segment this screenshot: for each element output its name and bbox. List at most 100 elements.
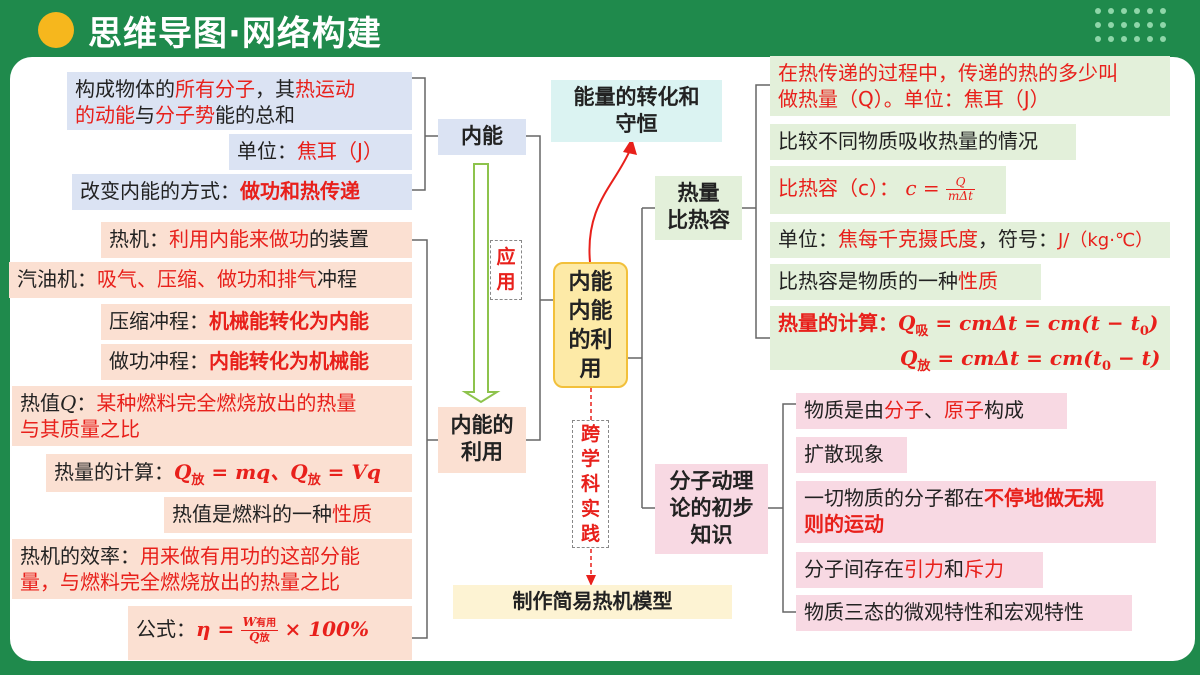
specific-heat-property: 比热容是物质的一种性质 bbox=[770, 264, 1041, 300]
label-char: 践 bbox=[580, 523, 600, 545]
text: 热值是燃料的一种 bbox=[172, 502, 332, 526]
text: 一切物质的分子都在 bbox=[804, 486, 984, 510]
text: 吸气、压缩、做功和排气 bbox=[97, 267, 317, 291]
text: = Vq bbox=[320, 460, 381, 484]
three-states-item: 物质三态的微观特性和宏观特性 bbox=[796, 595, 1132, 631]
text: 的装置 bbox=[309, 227, 369, 251]
text: 0 bbox=[1101, 359, 1111, 374]
text: 比热容（c）： bbox=[778, 176, 899, 200]
text: 比热容是物质的一种 bbox=[778, 269, 958, 293]
molecular-theory-node: 分子动理 论的初步 知识 bbox=[655, 464, 768, 554]
heat-definition: 在热传递的过程中，传递的热的多少叫 做热量（Q）。单位：焦耳（J） bbox=[770, 56, 1170, 116]
dot bbox=[1147, 22, 1153, 28]
text: W bbox=[242, 615, 257, 629]
text: 原子 bbox=[944, 398, 984, 422]
node-line: 能量的转化和 bbox=[573, 85, 700, 109]
heat-value-item: 热值Q：某种燃料完全燃烧放出的热量 与其质量之比 bbox=[12, 386, 412, 446]
text: 引力 bbox=[904, 557, 944, 581]
text: 能的总和 bbox=[215, 103, 295, 127]
internal-energy-definition: 构成物体的所有分子，其热运动 的动能与分子势能的总和 bbox=[67, 72, 412, 130]
random-motion-item: 一切物质的分子都在不停地做无规 则的运动 bbox=[796, 481, 1156, 543]
node-line: 守恒 bbox=[615, 112, 658, 136]
dot bbox=[1108, 36, 1114, 42]
text: 热机的效率： bbox=[20, 544, 140, 568]
center-line: 内能 bbox=[568, 299, 613, 324]
energy-conservation-node: 能量的转化和 守恒 bbox=[551, 80, 722, 142]
text: 某种燃料完全燃烧放出的热量 bbox=[96, 391, 357, 415]
text: 放 bbox=[191, 473, 205, 488]
text: 做热量（Q）。单位：焦耳（J） bbox=[778, 87, 1050, 111]
dot bbox=[1121, 36, 1127, 42]
center-line: 的利 bbox=[568, 328, 613, 353]
dot bbox=[1147, 36, 1153, 42]
text: 则的运动 bbox=[804, 512, 884, 536]
text: Q bbox=[174, 460, 192, 484]
compression-stroke-item: 压缩冲程：机械能转化为内能 bbox=[101, 304, 412, 340]
text: 分子 bbox=[884, 398, 924, 422]
dot bbox=[1160, 36, 1166, 42]
text: 有用 bbox=[256, 618, 277, 629]
text: 放 bbox=[259, 633, 270, 644]
node-line: 热量 bbox=[677, 181, 720, 205]
text: 分子势 bbox=[155, 103, 215, 127]
text: 物质三态的微观特性和宏观特性 bbox=[804, 600, 1084, 624]
dot bbox=[1147, 8, 1153, 14]
text: 单位： bbox=[237, 139, 297, 163]
text: η = bbox=[196, 617, 235, 641]
node-label: 内能 bbox=[461, 124, 503, 148]
molecule-composition-item: 物质是由分子、原子构成 bbox=[796, 393, 1067, 429]
text: 比较不同物质吸收热量的情况 bbox=[778, 129, 1038, 153]
text: 做功冲程： bbox=[109, 349, 209, 373]
dot bbox=[1134, 8, 1140, 14]
text: 热机： bbox=[109, 227, 169, 251]
node-line: 分子动理 bbox=[669, 469, 754, 493]
text: × 100% bbox=[284, 617, 369, 641]
text: 的动能 bbox=[75, 103, 135, 127]
text: = cmΔt = cm(t bbox=[930, 346, 1102, 370]
gasoline-engine-item: 汽油机：吸气、压缩、做功和排气冲程 bbox=[9, 262, 412, 298]
dot bbox=[1121, 8, 1127, 14]
text: 热量的计算： bbox=[54, 460, 174, 484]
specific-heat-unit: 单位：焦每千克摄氏度，符号：J/（kg·℃） bbox=[770, 222, 1170, 258]
text: 与 bbox=[135, 103, 155, 127]
center-node: 内能 内能 的利 用 bbox=[553, 262, 628, 388]
text: 压缩冲程： bbox=[109, 309, 209, 333]
text: ： bbox=[76, 391, 97, 415]
molecular-force-item: 分子间存在引力和斥力 bbox=[796, 552, 1043, 588]
page-title: 思维导图·网络构建 bbox=[88, 14, 382, 54]
text: − t) bbox=[1111, 346, 1161, 370]
text: Q bbox=[946, 176, 975, 190]
text: 与其质量之比 bbox=[20, 417, 140, 441]
text: 构成 bbox=[984, 398, 1024, 422]
label-char: 学 bbox=[580, 448, 600, 470]
text: ，符号： bbox=[978, 227, 1058, 251]
center-line: 内能 bbox=[568, 270, 613, 295]
compare-heat-item: 比较不同物质吸收热量的情况 bbox=[770, 124, 1076, 160]
internal-energy-node: 内能 bbox=[438, 119, 526, 155]
text: c = bbox=[905, 176, 940, 200]
text: 性质 bbox=[958, 269, 998, 293]
text: 量，与燃料完全燃烧放出的热量之比 bbox=[20, 570, 340, 594]
text: 热值 bbox=[20, 391, 60, 415]
text: 不停地做无规 bbox=[984, 486, 1104, 510]
power-stroke-item: 做功冲程：内能转化为机械能 bbox=[101, 344, 412, 380]
text: 机械能转化为内能 bbox=[209, 309, 369, 333]
dot bbox=[1134, 36, 1140, 42]
text: 扩散现象 bbox=[804, 442, 884, 466]
interdisciplinary-label: 跨 学 科 实 践 bbox=[572, 420, 609, 548]
text: 性质 bbox=[332, 502, 372, 526]
heat-engine-model-node: 制作简易热机模型 bbox=[453, 585, 732, 619]
text: 单位： bbox=[778, 227, 838, 251]
label-char: 科 bbox=[580, 473, 600, 495]
node-line: 内能的 bbox=[450, 413, 514, 437]
dot bbox=[1095, 8, 1101, 14]
node-line: 利用 bbox=[461, 440, 503, 464]
text: 用来做有用功的这部分能 bbox=[140, 544, 360, 568]
internal-energy-use-node: 内能的 利用 bbox=[438, 407, 526, 473]
heat-value-property-item: 热值是燃料的一种性质 bbox=[164, 497, 412, 533]
label-char: 应 bbox=[496, 246, 516, 268]
node-label: 制作简易热机模型 bbox=[512, 589, 673, 613]
diffusion-item: 扩散现象 bbox=[796, 437, 907, 473]
internal-energy-unit: 单位：焦耳（J） bbox=[229, 134, 412, 170]
